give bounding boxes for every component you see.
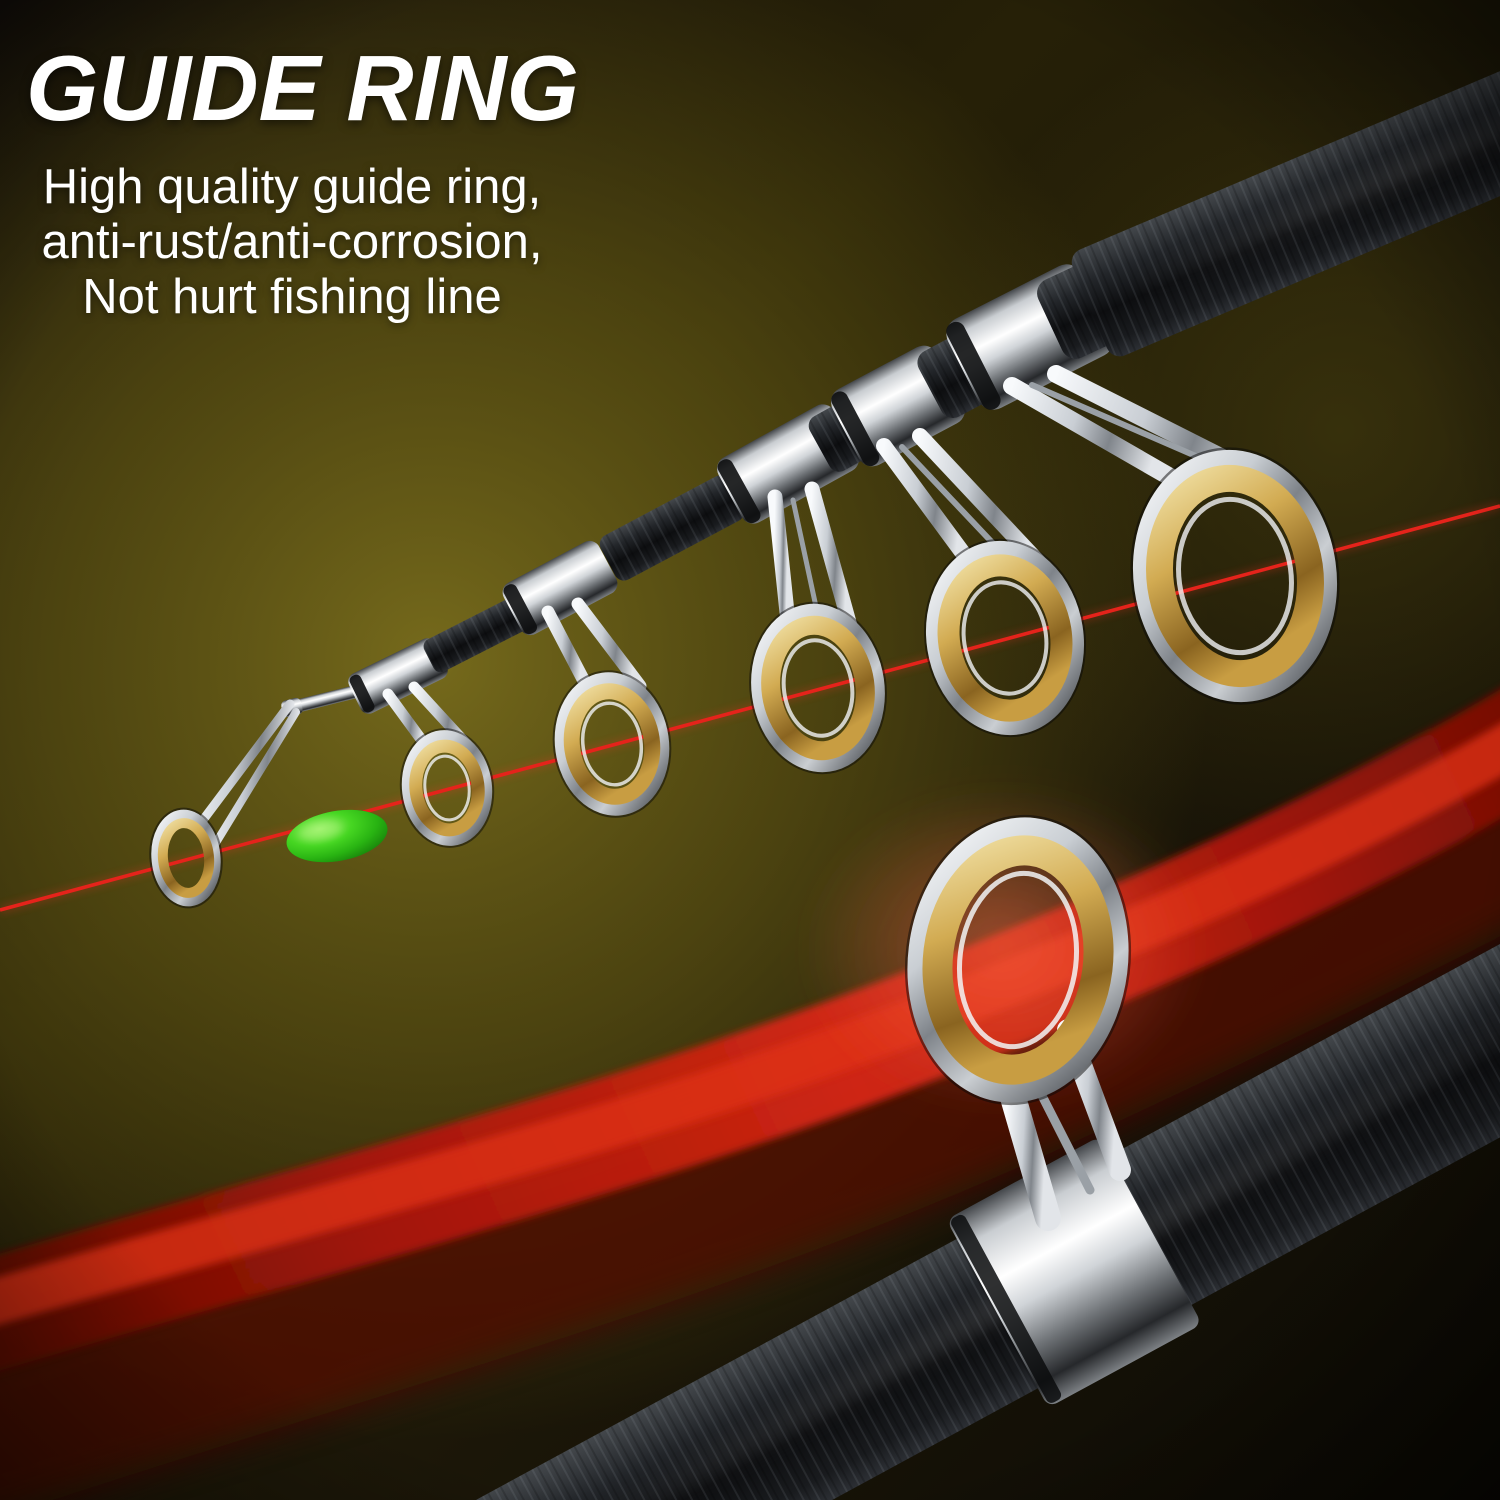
feature-line-2: anti-rust/anti-corrosion,	[41, 215, 543, 269]
feature-line-1: High quality guide ring,	[42, 160, 542, 214]
feature-text: High quality guide ring, anti-rust/anti-…	[32, 160, 552, 325]
page-title: GUIDE RING	[26, 36, 579, 140]
feature-line-3: Not hurt fishing line	[82, 270, 502, 324]
